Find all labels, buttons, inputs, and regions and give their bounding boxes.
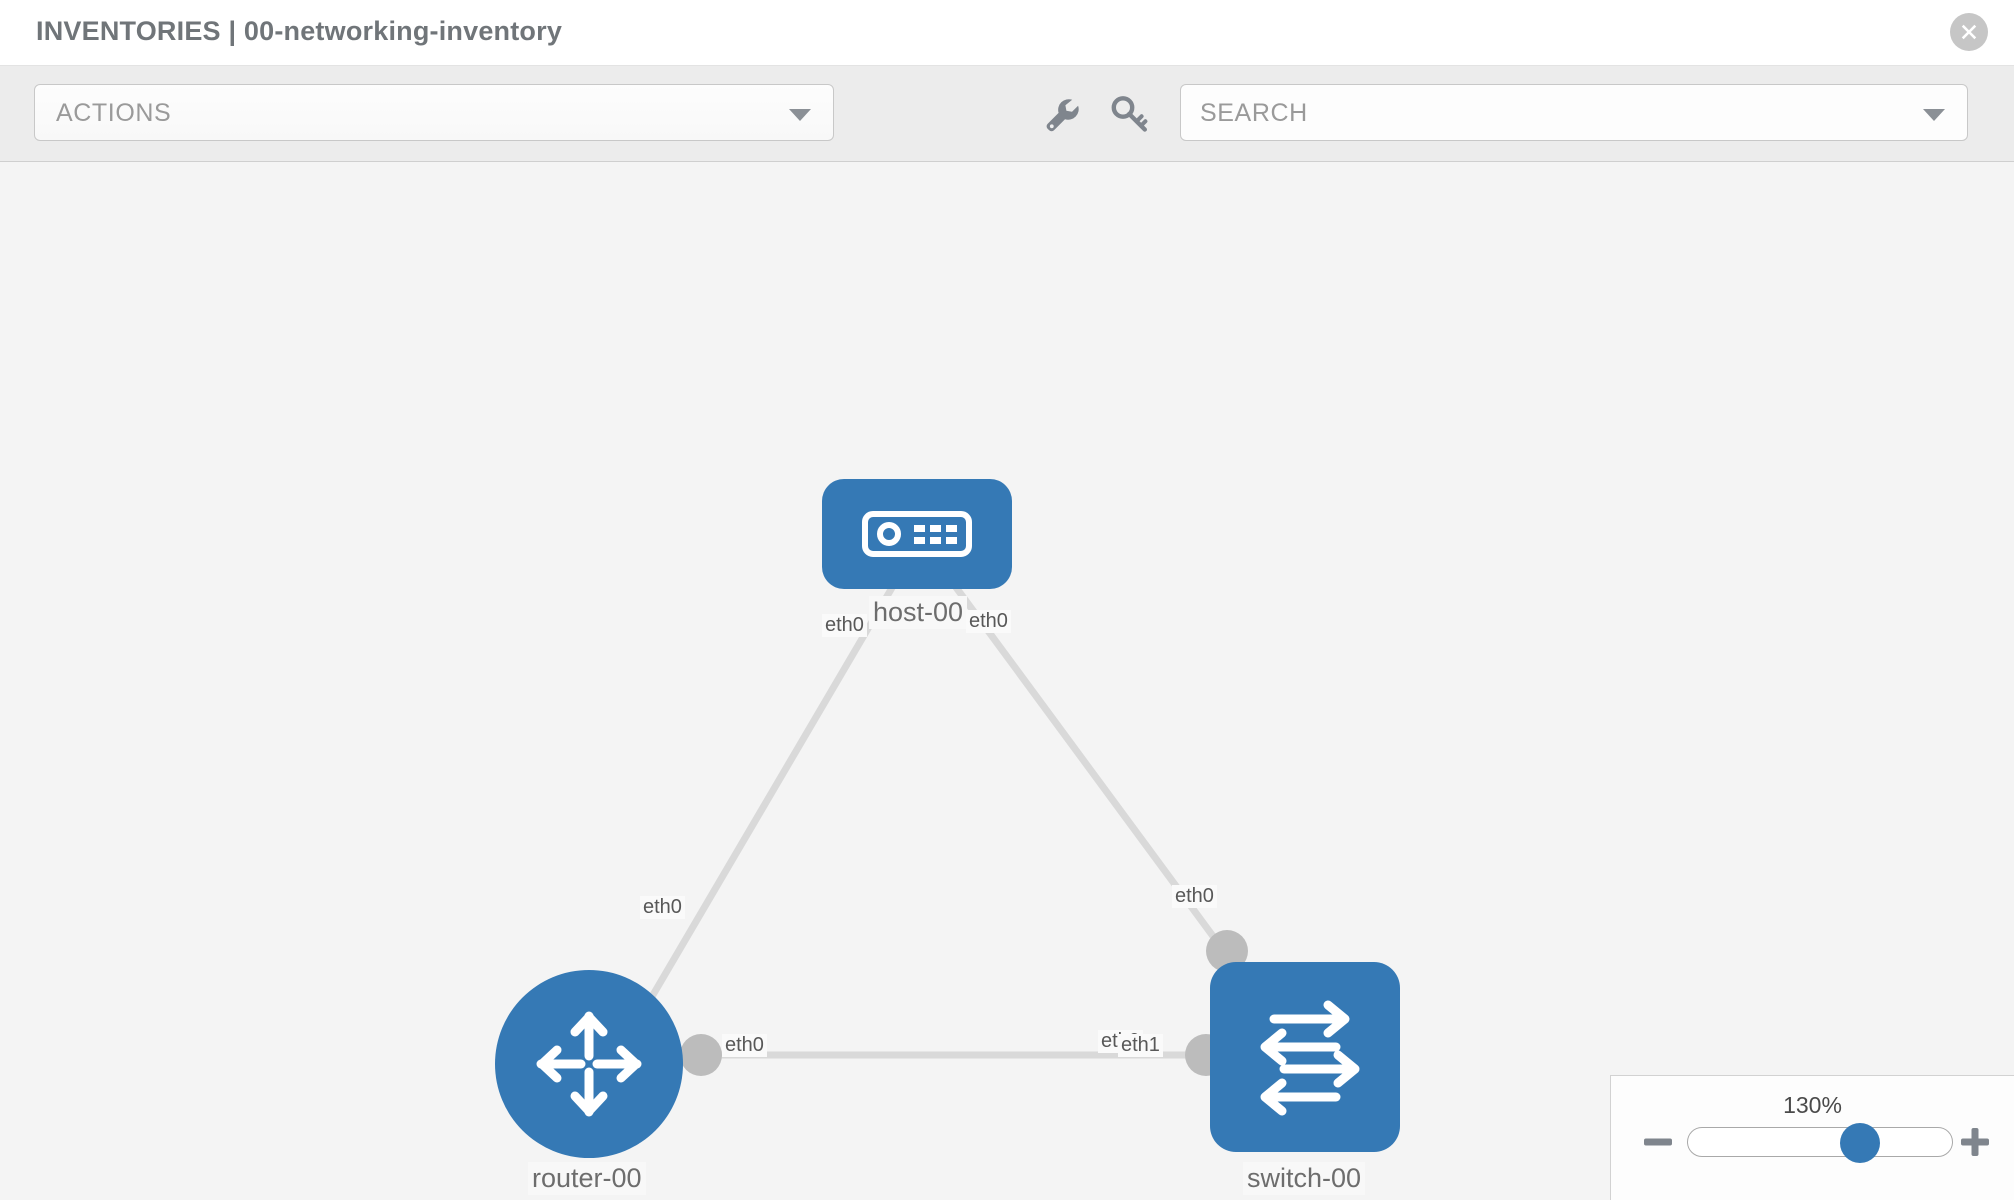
switch-node-label: switch-00 [1243,1162,1366,1195]
actions-dropdown-label: ACTIONS [56,99,172,127]
port-label-host-right: eth0 [966,610,1011,633]
router-icon [536,1011,642,1117]
chevron-down-icon [789,109,811,121]
minus-icon [1644,1138,1672,1146]
topology-links [636,583,1235,1059]
zoom-in-button[interactable] [1958,1125,1992,1159]
search-input[interactable]: SEARCH [1180,84,1968,141]
switch-icon [1260,1000,1360,1116]
page-header: INVENTORIES | 00-networking-inventory [0,0,2014,66]
zoom-out-button[interactable] [1641,1125,1675,1159]
wrench-button[interactable] [1040,92,1084,136]
zoom-control-panel: 130% [1610,1075,2014,1200]
actions-dropdown[interactable]: ACTIONS [34,84,834,141]
plus-icon [1961,1128,1989,1156]
port-label-switch-up: eth0 [1172,885,1217,908]
zoom-slider-thumb[interactable] [1840,1123,1881,1163]
host-node-label: host-00 [869,596,968,629]
link-host-router[interactable] [636,584,897,1019]
search-placeholder: SEARCH [1200,99,1308,127]
wrench-icon [1046,99,1079,132]
port-label-router-up: eth0 [640,896,685,919]
server-icon [862,511,972,557]
page-title: INVENTORIES | 00-networking-inventory [36,16,563,46]
key-button[interactable] [1108,92,1152,136]
topology-canvas[interactable]: host-00 eth0 eth0 [0,162,2014,1200]
port-label-switch-left: eth1 [1118,1034,1163,1057]
chevron-down-icon [1923,109,1945,121]
zoom-level-value: 130% [1783,1092,1842,1118]
key-icon [1111,96,1148,132]
close-icon [1961,24,1977,40]
close-button[interactable] [1950,13,1988,51]
switch-node-shape[interactable] [1210,962,1400,1152]
host-node-shape[interactable] [822,479,1012,589]
router-node-label: router-00 [528,1162,646,1195]
port-label-router-right: eth0 [722,1034,767,1057]
port-label-host-left: eth0 [822,614,867,637]
endpoint-router-right[interactable] [680,1034,722,1076]
router-node-shape[interactable] [495,970,683,1158]
zoom-slider-track[interactable] [1687,1123,1953,1163]
